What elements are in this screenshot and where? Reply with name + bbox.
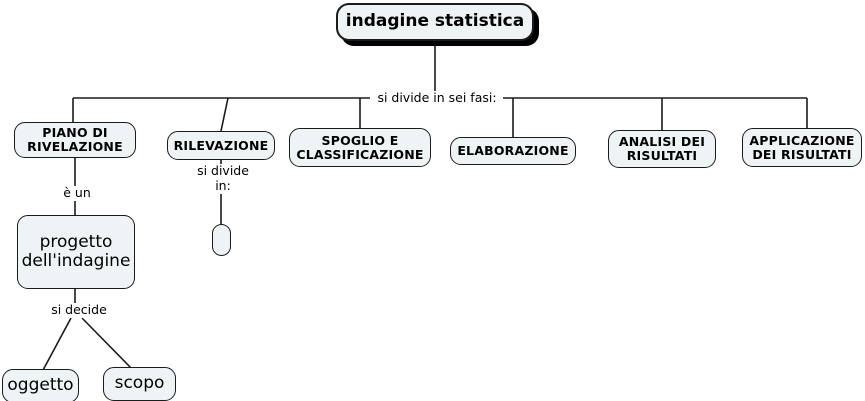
node-rilevazione[interactable]: RILEVAZIONE: [167, 131, 275, 160]
wire-decide-to-oggetto: [41, 317, 72, 373]
node-indagine-statistica[interactable]: indagine statistica: [336, 3, 534, 41]
node-label: ELABORAZIONE: [457, 143, 569, 158]
node-label: scopo: [114, 373, 165, 394]
node-label: oggetto: [7, 375, 74, 396]
edge-label-six-phases: si divide in sei fasi:: [371, 90, 503, 106]
node-oggetto[interactable]: oggetto: [2, 369, 79, 401]
wire-drop-rilevazione: [220, 97, 229, 132]
edge-label-divides-into: si divide in:: [188, 163, 258, 194]
edge-label-decided: si decide: [44, 302, 114, 318]
node-elaborazione[interactable]: ELABORAZIONE: [450, 137, 576, 165]
edge-label-is-a: è un: [55, 185, 99, 201]
wire-decide-to-scopo: [81, 317, 134, 371]
node-empty-placeholder[interactable]: [212, 224, 231, 256]
node-label: indagine statistica: [345, 11, 525, 32]
node-label: RILEVAZIONE: [173, 137, 269, 153]
node-scopo[interactable]: scopo: [103, 367, 176, 401]
